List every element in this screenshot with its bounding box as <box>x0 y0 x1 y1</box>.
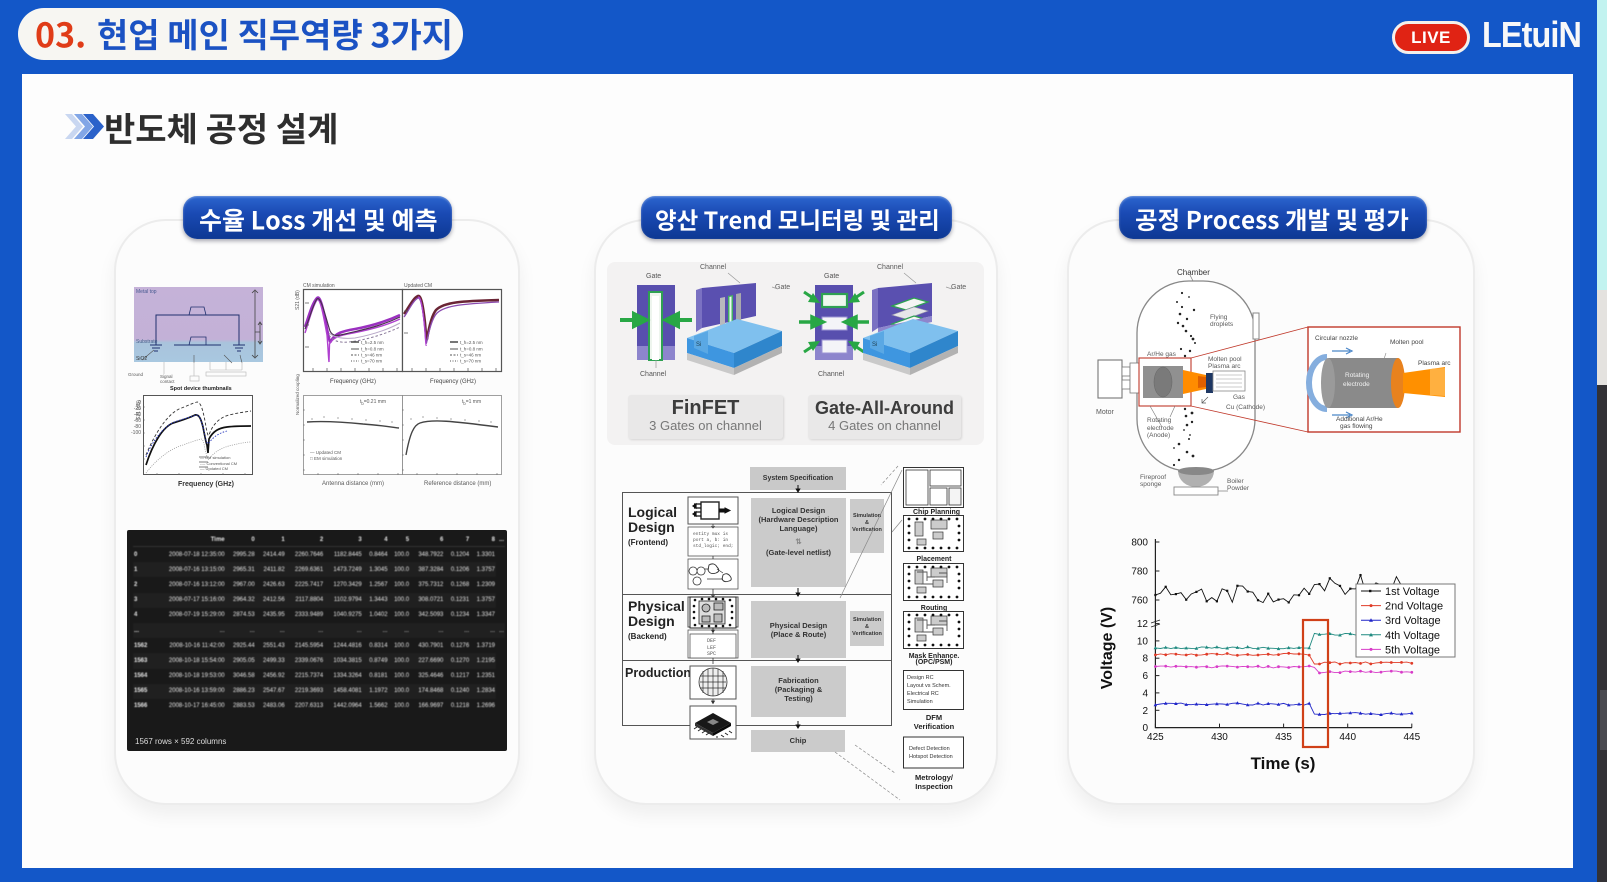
svg-text:10: 10 <box>1137 636 1149 647</box>
svg-text:t_h=2.5 nm: t_h=2.5 nm <box>361 340 384 345</box>
svg-text:Verification: Verification <box>914 722 955 731</box>
svg-text:2: 2 <box>1142 706 1148 717</box>
svg-text:LEF: LEF <box>707 645 716 651</box>
svg-text:430: 430 <box>1211 732 1228 743</box>
svg-text:Chip Planning: Chip Planning <box>913 509 960 516</box>
svg-text:Inspection: Inspection <box>915 782 953 791</box>
svg-text:electrode: electrode <box>1343 381 1370 388</box>
svg-text:(OPC/PSM): (OPC/PSM) <box>916 659 953 666</box>
svg-text:Additional Ar/He: Additional Ar/He <box>1336 416 1383 423</box>
svg-text:3rd Voltage: 3rd Voltage <box>1385 615 1441 627</box>
svg-text:780: 780 <box>1131 567 1148 578</box>
svg-text:DEF: DEF <box>707 638 716 644</box>
svg-text:DFM: DFM <box>926 713 942 722</box>
svg-text:Rotating: Rotating <box>1345 372 1370 379</box>
svg-text:t_s=46 nm: t_s=46 nm <box>361 353 382 358</box>
svg-text:Si: Si <box>872 342 877 348</box>
svg-text:4th Voltage: 4th Voltage <box>1385 630 1440 642</box>
svg-text:Design RC: Design RC <box>907 675 934 681</box>
svg-text:t_s=70 nm: t_s=70 nm <box>361 359 382 364</box>
svg-text:0: 0 <box>1142 723 1148 734</box>
svg-text:Defect Detection: Defect Detection <box>909 746 950 752</box>
svg-text:6: 6 <box>1142 671 1148 682</box>
svg-text:435: 435 <box>1275 732 1292 743</box>
svg-text:Channel: Channel <box>640 371 667 378</box>
svg-text:Si: Si <box>696 342 701 348</box>
svg-text:4: 4 <box>1142 688 1148 699</box>
svg-text:440: 440 <box>1339 732 1356 743</box>
svg-text:2nd Voltage: 2nd Voltage <box>1385 601 1443 613</box>
svg-text:Placement: Placement <box>916 556 952 563</box>
svg-text:1st Voltage: 1st Voltage <box>1385 586 1439 598</box>
svg-text:Metrology/: Metrology/ <box>915 773 954 782</box>
svg-text:port a, b: in: port a, b: in <box>693 537 728 543</box>
svg-text:Channel: Channel <box>818 371 845 378</box>
svg-text:Voltage (V): Voltage (V) <box>1099 607 1116 689</box>
svg-text:SPC: SPC <box>707 651 716 657</box>
svg-text:std_logic; end;: std_logic; end; <box>693 543 734 549</box>
svg-text:t_h=0.8 nm: t_h=0.8 nm <box>460 347 483 352</box>
svg-text:5th Voltage: 5th Voltage <box>1385 644 1440 656</box>
svg-text:Time (s): Time (s) <box>1251 754 1316 773</box>
svg-text:t_h=2.5 nm: t_h=2.5 nm <box>460 340 483 345</box>
svg-text:gas flowing: gas flowing <box>1340 423 1373 430</box>
svg-text:Mask Enhance.: Mask Enhance. <box>909 653 960 660</box>
svg-text:Gate: Gate <box>824 273 839 280</box>
svg-text:t_s=46 nm: t_s=46 nm <box>460 353 481 358</box>
svg-text:Layout vs Schem.: Layout vs Schem. <box>907 683 951 689</box>
svg-text:8: 8 <box>1142 654 1148 665</box>
svg-text:425: 425 <box>1147 732 1164 743</box>
svg-text:Hotspot Detection: Hotspot Detection <box>909 754 953 760</box>
svg-text:Simulation: Simulation <box>907 699 933 705</box>
svg-text:Electrical RC: Electrical RC <box>907 691 939 697</box>
svg-text:Circular nozzle: Circular nozzle <box>1315 335 1358 342</box>
svg-text:entity mux is: entity mux is <box>693 531 728 537</box>
svg-text:Plasma arc: Plasma arc <box>1418 360 1451 367</box>
svg-text:800: 800 <box>1131 538 1148 549</box>
svg-text:12: 12 <box>1137 619 1149 630</box>
svg-text:t_s=70 nm: t_s=70 nm <box>460 359 481 364</box>
svg-text:Gate: Gate <box>646 273 661 280</box>
svg-text:445: 445 <box>1403 732 1420 743</box>
svg-text:Molten pool: Molten pool <box>1390 339 1424 346</box>
svg-text:760: 760 <box>1131 596 1148 607</box>
svg-text:Routing: Routing <box>921 605 947 612</box>
svg-text:t_h=0.8 nm: t_h=0.8 nm <box>361 347 384 352</box>
